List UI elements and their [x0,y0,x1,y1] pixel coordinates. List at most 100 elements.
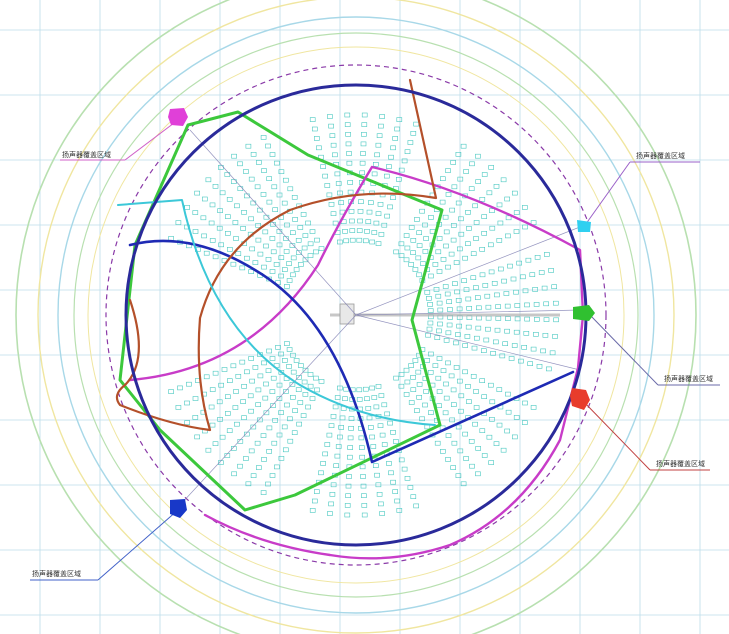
seat [311,126,318,132]
seat [335,444,342,449]
seat [390,479,396,485]
seat [313,136,320,141]
seat [433,287,440,292]
seat [248,408,254,414]
seat [286,364,292,369]
callout-magenta-label: 扬声器覆盖区域 [62,150,111,159]
seat [375,241,382,246]
seat [542,332,549,338]
seat [302,257,309,263]
seat [423,389,429,394]
seat [320,164,326,169]
seat [276,396,283,401]
seat [497,220,504,226]
seat [297,262,304,267]
seat [362,386,369,392]
seat [361,122,368,127]
seat [248,216,254,222]
seat [184,205,190,210]
seat [466,226,472,231]
seat [329,133,336,138]
seat [270,249,277,255]
seat [398,372,405,377]
seat [270,375,277,381]
seat [286,347,293,352]
seat [453,260,460,265]
seat [379,432,386,438]
seat [492,339,499,345]
seat [379,511,385,516]
seat [360,141,367,147]
dashed-ring [105,64,607,566]
seat [445,457,451,462]
seat [552,300,559,306]
seat [244,369,250,375]
seat [424,289,431,295]
seat [346,454,353,460]
seat [272,417,279,423]
seat [345,483,352,489]
seat [456,306,463,312]
seat [458,408,464,414]
seat [345,493,351,499]
seat [349,228,356,233]
seat [465,241,471,246]
seat [522,288,529,294]
seat [486,190,493,196]
seat [457,176,464,182]
seat [479,378,486,384]
seat [254,184,261,190]
seat [347,445,354,450]
seat [245,481,252,487]
seat [335,181,342,186]
seat [359,454,366,460]
seat [194,434,200,440]
seat [366,209,373,215]
seat [282,177,289,183]
seat [504,328,510,334]
seat [449,417,456,423]
seat [516,260,523,266]
callout-green-label: 扬声器覆盖区域 [664,374,713,383]
seat [356,237,363,243]
seat [272,207,279,212]
seat [364,229,370,234]
seat [390,195,396,200]
seat [370,444,377,449]
seat [373,404,380,410]
seat [499,353,506,359]
cyan-speaker-icon [577,220,591,232]
seat [533,302,540,307]
seat [284,341,290,346]
seat [278,410,284,415]
ring-outer-1 [15,0,697,634]
seat [265,368,272,374]
seat [237,463,243,469]
seat [346,474,352,479]
seat [344,512,351,518]
seat [307,383,314,389]
seat [457,448,464,454]
seat [444,291,451,297]
seat [269,389,276,394]
seat [241,383,247,389]
seat [348,425,354,431]
seat [293,358,300,363]
seat [297,363,304,368]
seat [481,172,488,177]
seat [468,186,475,191]
seat [324,442,331,447]
seat [460,143,467,149]
seat [439,448,446,454]
seat [435,249,442,255]
seat [520,274,526,280]
seat [375,482,382,488]
seat [332,404,339,410]
magenta-speaker-icon [168,108,188,126]
seat [326,192,333,198]
seat [283,389,289,394]
seat [386,164,392,169]
seat [455,332,461,337]
seat [346,160,353,166]
seat [349,237,356,243]
